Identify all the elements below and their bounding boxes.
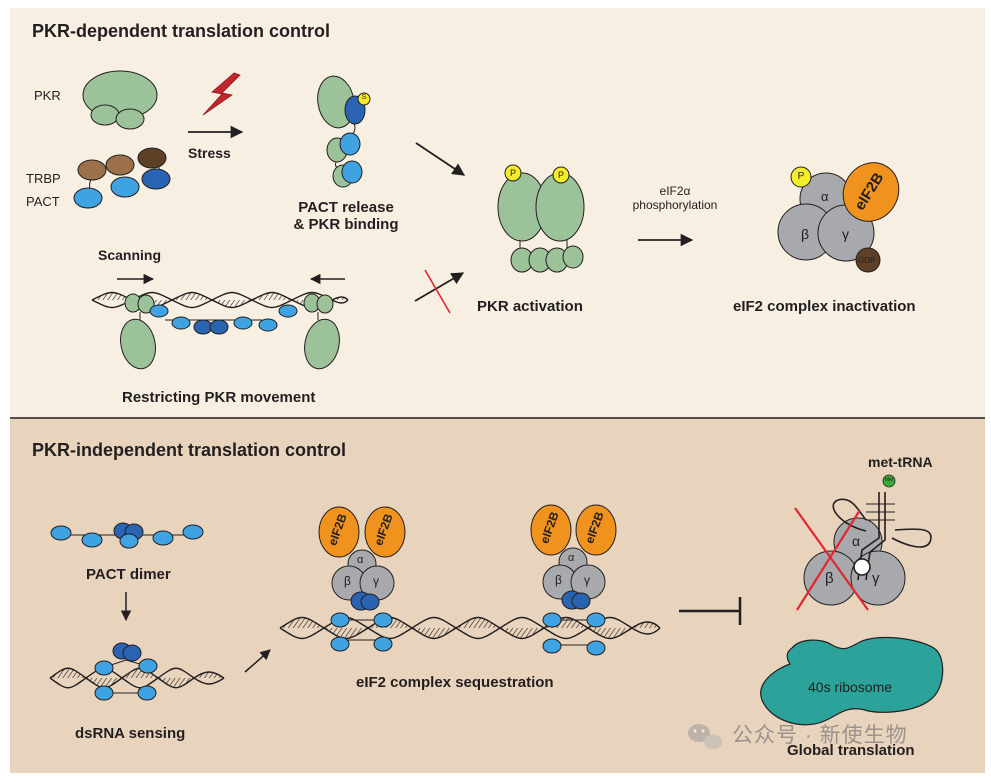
wechat-icon [688, 724, 722, 750]
blocked-arrow [414, 272, 465, 302]
sequestration-label: eIF2 complex sequestration [356, 674, 554, 691]
pact-on-dsrna-sensing [94, 642, 158, 701]
pkr-monomer [82, 70, 158, 130]
arrow-to-activation [415, 142, 466, 176]
inhibition-cross [794, 507, 869, 611]
sensing-to-sequestration-arrow [244, 649, 271, 673]
gamma-label-ternary: γ [872, 570, 880, 587]
eif2-gamma-label: γ [842, 226, 849, 242]
s-badge: S [361, 94, 367, 101]
gdp-label: GDP [858, 256, 876, 265]
phos-line2: phosphorylation [632, 197, 718, 212]
gamma-label-2: γ [584, 573, 590, 587]
pkr-on-dsrna [120, 293, 340, 370]
phosphorylation-label: eIF2α phosphorylation [610, 184, 740, 213]
beta-label-1: β [344, 574, 351, 588]
trbp-pact-complex [73, 147, 171, 209]
stress-label: Stress [188, 145, 231, 161]
pkr-label: PKR [34, 88, 61, 103]
alpha-label-1: α [357, 554, 364, 566]
pact-on-dsrna [149, 304, 298, 335]
pact-release-line2: & PKR binding [293, 216, 399, 234]
top-panel-title: PKR-dependent translation control [32, 21, 331, 41]
phos-line1: eIF2α [659, 184, 691, 198]
pkr-pact-binding [317, 75, 371, 188]
scanning-label: Scanning [98, 247, 162, 263]
p-badge-2: P [557, 170, 564, 180]
trbp-label: TRBP [26, 171, 61, 186]
global-translation-label: Global translation [787, 742, 915, 759]
lightning-bolt-icon [202, 72, 241, 116]
inhibition-symbol [679, 597, 742, 625]
alpha-label-ternary: α [852, 533, 861, 549]
p-badge-eif2: P [797, 171, 805, 182]
gamma-label-1: γ [373, 574, 379, 588]
pact-dimer-label: PACT dimer [86, 566, 171, 583]
eif2-complex-sequestered-1 [318, 506, 406, 652]
met-amino-acid [882, 474, 896, 488]
met-badge: Met [884, 477, 894, 483]
met-trna-label: met-tRNA [868, 454, 933, 470]
pkr-dimer [497, 164, 585, 273]
beta-label-ternary: β [825, 570, 834, 587]
ribosome-label: 40s ribosome [808, 679, 893, 695]
eif2-alpha-label: α [821, 189, 829, 204]
restricting-label: Restricting PKR movement [122, 389, 316, 406]
eif2-beta-label: β [801, 226, 810, 242]
watermark-text: 公众号 · 新使生物 [732, 724, 908, 747]
pact-label: PACT [26, 194, 60, 209]
dsrna-sensing-label: dsRNA sensing [75, 725, 186, 742]
pact-release-label: PACT release & PKR binding [271, 199, 421, 234]
pact-dimer [50, 522, 204, 549]
eif2-inactivation-label: eIF2 complex inactivation [733, 298, 916, 315]
p-badge-1: P [509, 168, 516, 178]
alpha-label-2: α [568, 552, 575, 564]
bottom-panel-title: PKR-independent translation control [32, 440, 347, 460]
pkr-activation-label: PKR activation [477, 298, 583, 315]
ribosome-40s [760, 636, 944, 726]
eif2-complex-sequestered-2 [530, 504, 617, 656]
eif2-complex-inactive [777, 162, 900, 273]
block-cross [424, 269, 451, 314]
beta-label-2: β [555, 573, 562, 587]
pact-release-line1: PACT release [298, 199, 394, 216]
